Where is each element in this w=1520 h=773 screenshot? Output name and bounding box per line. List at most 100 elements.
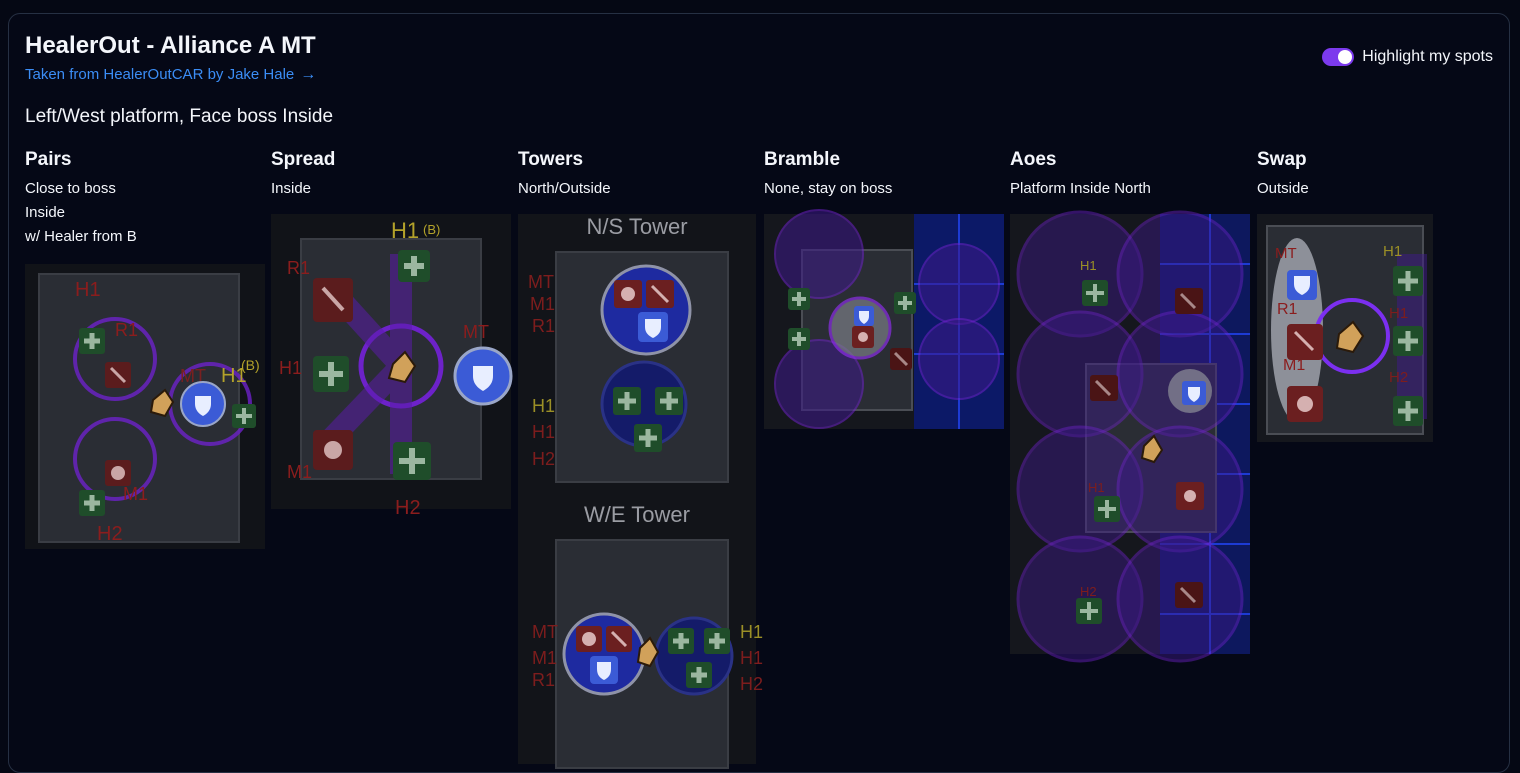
towers-diagram: N/S Tower MT M1 R1 H1 H1 H2 W/E Tower MT… xyxy=(518,214,763,769)
column-title: Aoes xyxy=(1010,149,1057,170)
diagram-label: R1 xyxy=(287,258,310,278)
healer-cross-icon xyxy=(393,442,431,480)
ns-tower-title: N/S Tower xyxy=(586,214,687,239)
ranged-arrow-icon xyxy=(606,626,632,652)
column-note: Outside xyxy=(1257,180,1309,197)
column-pairs: Pairs Close to boss Inside w/ Healer fro… xyxy=(25,149,137,249)
column-note: None, stay on boss xyxy=(764,180,893,197)
source-link-label: Taken from HealerOutCAR by Jake Hale xyxy=(25,66,295,83)
column-spread: Spread Inside xyxy=(271,149,335,201)
diagram-label: H2 xyxy=(740,674,763,694)
column-swap: Swap Outside xyxy=(1257,149,1309,201)
melee-fist-icon xyxy=(313,430,353,470)
healer-cross-icon xyxy=(788,288,810,310)
healer-cross-icon xyxy=(894,292,916,314)
source-link[interactable]: Taken from HealerOutCAR by Jake Hale → xyxy=(25,66,316,84)
diagram-label: MT xyxy=(532,622,558,642)
diagram-label: H1 xyxy=(1088,480,1105,495)
healer-cross-icon xyxy=(79,328,105,354)
diagram-label: R1 xyxy=(1277,301,1298,318)
melee-fist-icon xyxy=(105,460,131,486)
boss-marker-icon xyxy=(636,636,660,668)
melee-fist-icon xyxy=(1287,386,1323,422)
healer-cross-icon xyxy=(1393,266,1423,296)
column-note: w/ Healer from B xyxy=(25,228,137,245)
diagram-label: M1 xyxy=(287,462,312,482)
healer-cross-icon xyxy=(1076,598,1102,624)
column-note: Inside xyxy=(271,180,312,197)
diagram-label: M1 xyxy=(530,294,555,314)
ranged-arrow-icon xyxy=(1175,288,1203,314)
highlight-toggle[interactable] xyxy=(1322,48,1355,66)
boss-marker-icon xyxy=(387,350,417,384)
boss-marker-icon xyxy=(1140,434,1164,464)
melee-fist-icon xyxy=(852,326,874,348)
bramble-diagram xyxy=(764,209,1004,429)
column-note: Platform Inside North xyxy=(1010,180,1151,197)
diagram-label: H1 xyxy=(532,396,555,416)
column-note: North/Outside xyxy=(518,180,611,197)
column-title: Spread xyxy=(271,149,336,170)
boss-marker-icon xyxy=(1335,320,1365,354)
healer-cross-icon xyxy=(655,387,683,415)
diagram-label: (B) xyxy=(423,222,440,237)
diagram-label: H2 xyxy=(532,449,555,469)
ranged-arrow-icon xyxy=(1090,375,1118,401)
ranged-arrow-icon xyxy=(890,348,912,370)
healer-cross-icon xyxy=(613,387,641,415)
highlight-toggle-row[interactable]: Highlight my spots xyxy=(1322,48,1493,66)
diagram-label: MT xyxy=(180,366,206,386)
strategy-card: HealerOut - Alliance A MT Taken from Hea… xyxy=(8,13,1510,773)
healer-cross-icon xyxy=(1393,396,1423,426)
healer-cross-icon xyxy=(398,250,430,282)
diagram-label: H2 xyxy=(1080,584,1097,599)
page-title: HealerOut - Alliance A MT xyxy=(25,32,316,59)
pairs-diagram: H1 R1 MT H1 (B) M1 H2 xyxy=(25,264,265,549)
highlight-toggle-label: Highlight my spots xyxy=(1362,48,1493,65)
ranged-arrow-icon xyxy=(646,280,674,308)
diagram-label: H1 xyxy=(221,365,247,387)
healer-cross-icon xyxy=(704,628,730,654)
diagram-label: MT xyxy=(528,272,554,292)
column-bramble: Bramble None, stay on boss xyxy=(764,149,892,201)
diagram-label: H1 xyxy=(1383,243,1402,260)
diagram-label: H1 xyxy=(391,218,419,243)
healer-cross-icon xyxy=(313,356,349,392)
ranged-arrow-icon xyxy=(313,278,353,322)
column-note: Inside xyxy=(25,204,66,221)
healer-cross-icon xyxy=(788,328,810,350)
we-tower-title: W/E Tower xyxy=(584,502,690,527)
column-title: Swap xyxy=(1257,149,1307,170)
diagram-label: H1 xyxy=(75,279,101,301)
ranged-arrow-icon xyxy=(1287,324,1323,360)
healer-cross-icon xyxy=(668,628,694,654)
tank-shield-icon xyxy=(453,346,513,406)
column-note: Close to boss xyxy=(25,180,116,197)
column-title: Towers xyxy=(518,149,584,170)
diagram-label: MT xyxy=(463,322,489,342)
diagram-label: H1 xyxy=(279,358,302,378)
ranged-arrow-icon xyxy=(1175,582,1203,608)
column-title: Pairs xyxy=(25,149,72,170)
tank-shield-icon xyxy=(854,306,874,326)
melee-fist-icon xyxy=(614,280,642,308)
column-aoes: Aoes Platform Inside North xyxy=(1010,149,1151,201)
tank-shield-icon xyxy=(638,312,668,342)
diagram-label: R1 xyxy=(115,320,138,340)
aoes-diagram: H1 H1 H2 xyxy=(1010,210,1250,663)
diagram-label: M1 xyxy=(123,484,148,504)
melee-fist-icon xyxy=(576,626,602,652)
column-towers: Towers North/Outside xyxy=(518,149,611,201)
diagram-label: H2 xyxy=(97,523,123,545)
swap-diagram: MT R1 M1 H1 H1 H2 xyxy=(1257,214,1433,442)
healer-cross-icon xyxy=(79,490,105,516)
boss-marker-icon xyxy=(149,388,175,418)
healer-cross-icon xyxy=(1393,326,1423,356)
healer-cross-icon xyxy=(1082,280,1108,306)
page-subtitle: Left/West platform, Face boss Inside xyxy=(25,106,334,127)
diagram-label: H1 xyxy=(740,622,763,642)
arrow-right-icon: → xyxy=(300,66,317,83)
diagram-label: R1 xyxy=(532,316,555,336)
diagram-label: M1 xyxy=(1283,357,1305,374)
column-title: Bramble xyxy=(764,149,841,170)
